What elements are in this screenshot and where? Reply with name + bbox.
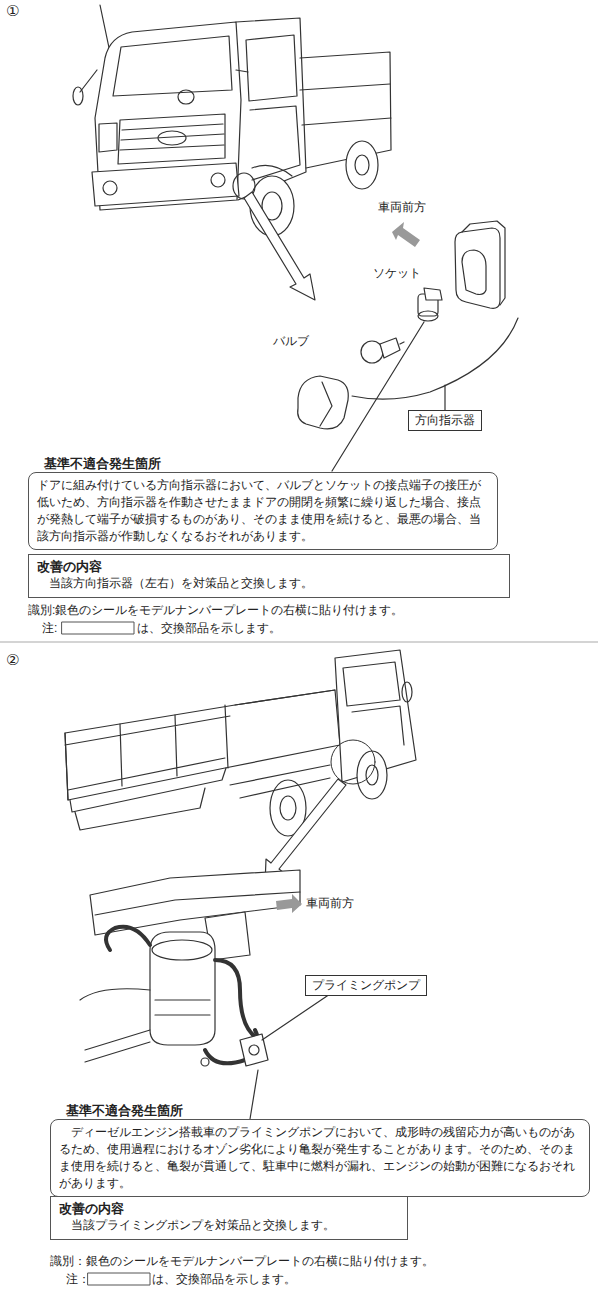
callout-box: 基準不適合発生箇所ディーゼルエンジン搭載車のプライミングポンプにおいて、成形時の… <box>50 1103 590 1197</box>
note-text: 車両前方 <box>306 896 354 911</box>
section-number: ② <box>6 652 19 667</box>
note-text: 識別：銀色のシールをモデルナンバープレートの右横に貼り付けます。 <box>50 1254 434 1269</box>
note-text: は、交換部品を示します。 <box>137 621 281 636</box>
remedy-box: 改善の内容当該方向指示器（左右）を対策品と交換します。 <box>28 554 510 598</box>
remedy-box: 改善の内容当該プライミングポンプを対策品と交換します。 <box>50 1196 408 1240</box>
paragraph: ドアに組み付けている方向指示器において、バルブとソケットの接点端子の接圧が低いた… <box>37 477 489 545</box>
note-text: 注： <box>66 1272 90 1287</box>
heading: 基準不適合発生箇所 <box>28 456 498 472</box>
section-number: ① <box>6 3 19 18</box>
note-text: 識別:銀色のシールをモデルナンバープレートの右横に貼り付けます。 <box>28 603 403 618</box>
note-text: は、交換部品を示します。 <box>152 1272 296 1287</box>
body-text: 当該プライミングポンプを対策品と交換します。 <box>59 1217 399 1234</box>
body-text: 当該方向指示器（左右）を対策品と交換します。 <box>37 575 501 592</box>
note-text: ソケット <box>373 266 421 281</box>
box-text: プライミングポンプ <box>312 978 420 993</box>
box-text: 方向指示器 <box>415 413 475 428</box>
callout-box: 基準不適合発生箇所ドアに組み付けている方向指示器において、バルブとソケットの接点… <box>28 456 498 550</box>
paragraph: ディーゼルエンジン搭載車のプライミングポンプにおいて、成形時の残留応力が高いもの… <box>59 1124 581 1192</box>
label-box: 方向指示器 <box>408 410 482 431</box>
heading: 基準不適合発生箇所 <box>50 1103 590 1119</box>
body-text: ドアに組み付けている方向指示器において、バルブとソケットの接点端子の接圧が低いた… <box>28 472 498 550</box>
heading: 改善の内容 <box>37 558 501 575</box>
note-text: 車両前方 <box>378 200 426 215</box>
label-box: プライミングポンプ <box>305 975 427 996</box>
note-text: 注: <box>42 621 57 636</box>
note-text: バルブ <box>273 334 309 349</box>
heading: 改善の内容 <box>59 1200 399 1217</box>
body-text: ディーゼルエンジン搭載車のプライミングポンプにおいて、成形時の残留応力が高いもの… <box>50 1119 590 1197</box>
